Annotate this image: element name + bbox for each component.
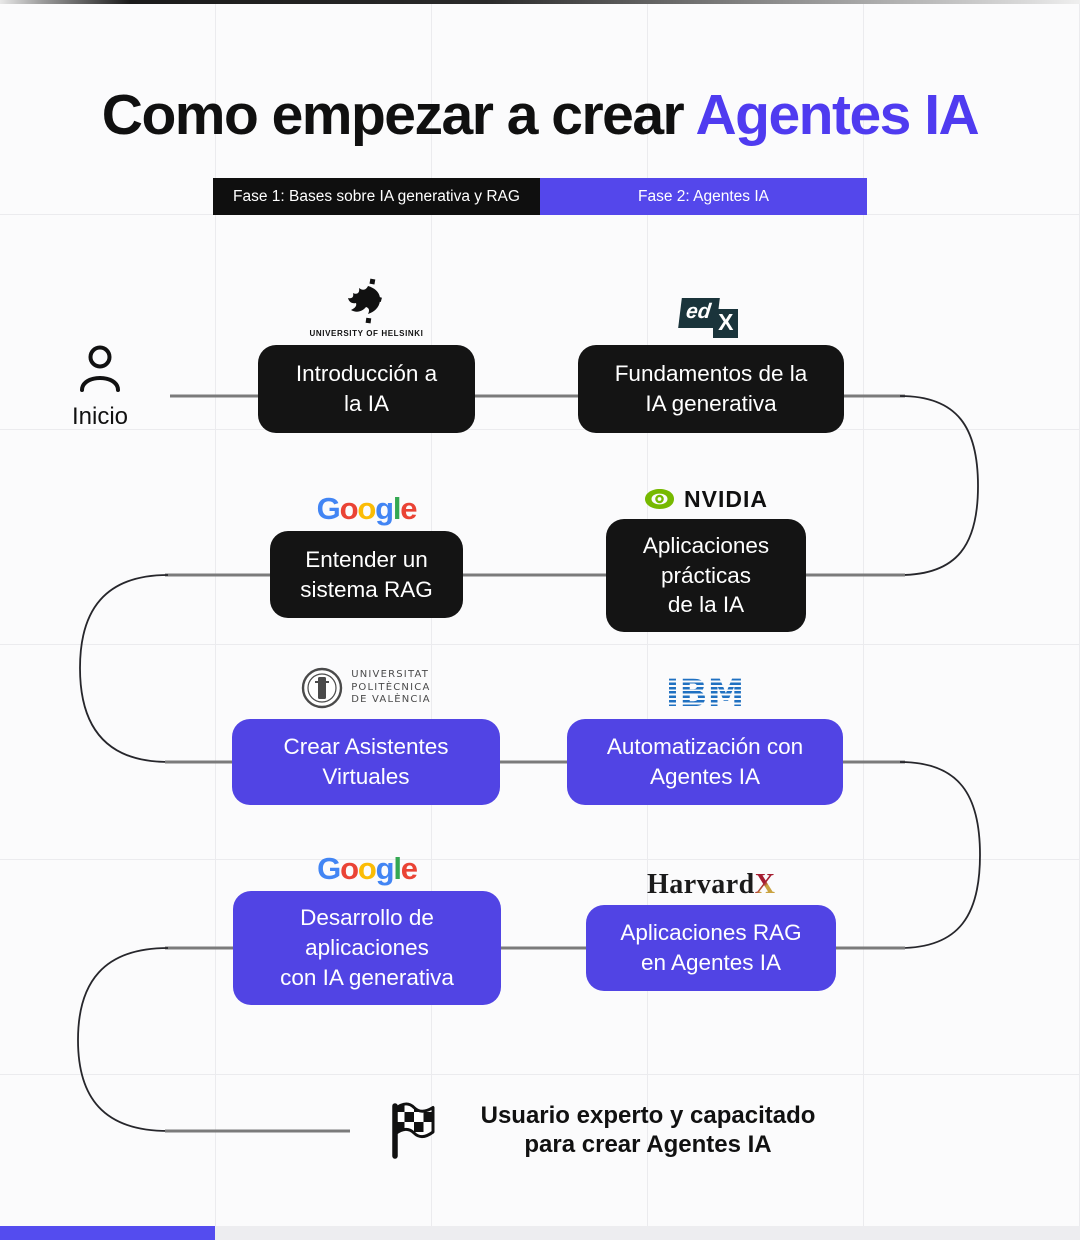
- nvidia-eye-icon: [645, 489, 675, 509]
- page-title-prefix: Como empezar a crear: [101, 83, 685, 147]
- upv-line-1: UNIVERSITAT: [351, 669, 430, 681]
- google-letter: l: [392, 491, 402, 526]
- connector-left-curve-2: [77, 947, 169, 1132]
- top-edge-divider: [0, 0, 1080, 4]
- google-letter: o: [339, 491, 359, 526]
- harvardx-x: X: [754, 869, 775, 900]
- start-node: Inicio: [52, 344, 148, 431]
- google-logo: Google: [270, 486, 463, 524]
- finish-flag-icon: [384, 1100, 440, 1165]
- nvidia-logo: NVIDIA: [606, 484, 806, 514]
- node-aplicaciones-practicas-ia: Aplicaciones prácticas de la IA: [606, 519, 806, 632]
- node-crear-asistentes-virtuales: Crear Asistentes Virtuales: [232, 719, 500, 805]
- finish-label: Usuario experto y capacitado para crear …: [480, 1102, 816, 1158]
- google-letter: e: [400, 851, 418, 886]
- phase-1-label: Fase 1: Bases sobre IA generativa y RAG: [233, 187, 520, 205]
- google-letter: o: [340, 851, 359, 886]
- ibm-wordmark: IBM: [661, 672, 749, 715]
- node-entender-sistema-rag: Entender un sistema RAG: [270, 531, 463, 618]
- upv-line-2: POLITÈCNICA: [351, 681, 431, 693]
- edx-logo: ed X: [640, 298, 780, 340]
- google-letter: l: [393, 851, 402, 886]
- connector-left-curve-1: [79, 574, 169, 763]
- node-aplicaciones-rag-agentes: Aplicaciones RAG en Agentes IA: [586, 905, 836, 991]
- page-title-accent: Agentes IA: [695, 83, 979, 147]
- ibm-logo: IBM: [567, 674, 843, 712]
- person-icon: [80, 345, 120, 392]
- google-letter: e: [400, 491, 417, 526]
- upv-logo: UNIVERSITAT POLITÈCNICA DE VALÈNCIA: [232, 664, 500, 712]
- university-of-helsinki-logo: UNIVERSITY OF HELSINKI: [258, 262, 475, 338]
- connector-right-curve-2: [899, 761, 981, 949]
- google-letter: g: [375, 851, 395, 886]
- google-letter: G: [317, 851, 341, 886]
- nvidia-wordmark: NVIDIA: [684, 485, 768, 512]
- phase-2-label: Fase 2: Agentes IA: [638, 187, 769, 205]
- page-title: Como empezar a crear Agentes IA: [0, 82, 1080, 148]
- edx-ed-tile: ed: [677, 298, 719, 328]
- google-logo: Google: [233, 846, 501, 884]
- upv-line-3: DE VALÈNCIA: [351, 694, 431, 706]
- node-fundamentos-ia-generativa: Fundamentos de la IA generativa: [578, 345, 844, 433]
- google-letter: o: [357, 491, 376, 526]
- connector-right-curve-1: [899, 395, 979, 576]
- start-label: Inicio: [71, 403, 129, 430]
- google-letter: g: [375, 491, 394, 526]
- google-letter: G: [316, 491, 341, 526]
- bottom-gray-strip: [215, 1226, 1080, 1240]
- node-desarrollo-aplicaciones: Desarrollo de aplicaciones con IA genera…: [233, 891, 501, 1005]
- node-intro-ia: Introducción a la IA: [258, 345, 475, 433]
- upv-seal-icon: [302, 667, 343, 709]
- phase-2-bar: Fase 2: Agentes IA: [540, 178, 867, 215]
- helsinki-caption: UNIVERSITY OF HELSINKI: [309, 329, 424, 338]
- helsinki-torch-icon: [347, 278, 382, 324]
- harvardx-wordmark: Harvard: [647, 869, 755, 900]
- bottom-accent-strip: [0, 1226, 215, 1240]
- google-letter: o: [357, 851, 377, 886]
- phase-1-bar: Fase 1: Bases sobre IA generativa y RAG: [213, 178, 540, 215]
- node-automatizacion-agentes-ia: Automatización con Agentes IA: [567, 719, 843, 805]
